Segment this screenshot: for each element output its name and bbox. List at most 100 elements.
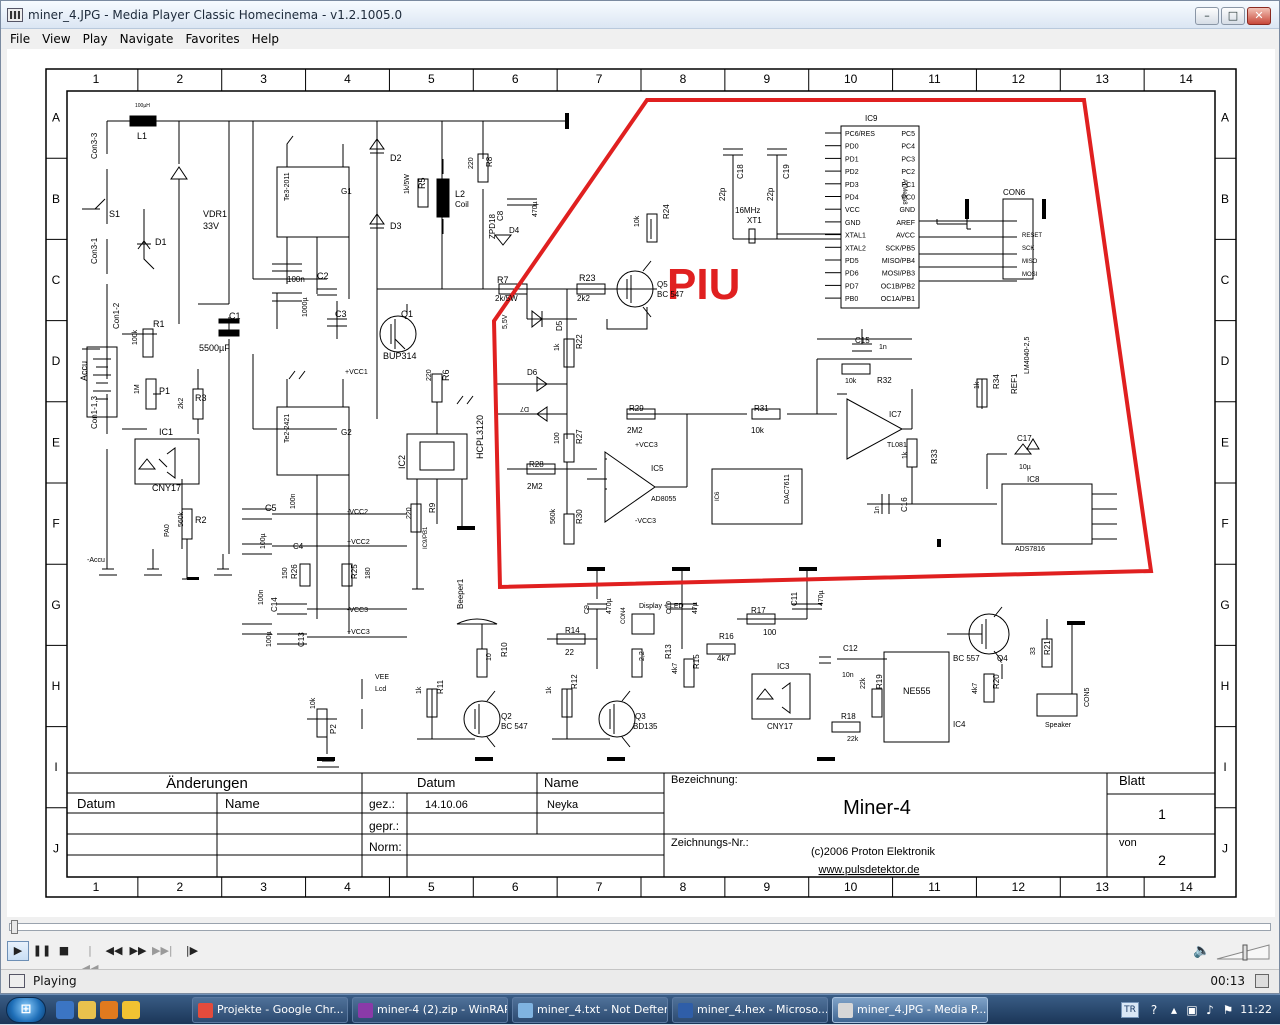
grid-column-label: 9 [763,72,770,86]
menu-play[interactable]: Play [82,32,108,46]
frame-step-button[interactable]: |▶ [185,944,199,957]
label-c8-val: 470µ [532,201,539,217]
status-audio-icon [1255,974,1269,988]
title-bar[interactable]: miner_4.JPG - Media Player Classic Homec… [1,1,1279,29]
label-atmega: ATMega8 [901,179,907,205]
previous-button[interactable]: |◀◀ [82,944,99,975]
taskbar-app-icon [358,1003,373,1018]
volume-icon[interactable]: 🔈 [1193,943,1211,959]
label-con6: CON6 [1003,188,1026,197]
label-ic4: IC4 [953,720,966,729]
grid-column-label: 4 [344,72,351,86]
label-c12-val: 10n [842,672,854,679]
label-d6: D6 [527,368,538,377]
grid-row-label: D [1221,354,1230,368]
grid-row-label: G [51,598,60,612]
label-vcc3: +VCC3 [635,442,658,449]
menu-navigate[interactable]: Navigate [119,32,174,46]
seek-thumb[interactable] [11,920,18,934]
network-icon[interactable]: ▣ [1186,1003,1198,1017]
label-c19-val: 22p [766,187,775,201]
label-c10-val: 47µ [692,602,699,614]
grid-column-label: 2 [176,72,183,86]
label-r25-val: 180 [365,567,372,579]
seek-bar[interactable] [9,920,1271,934]
label-ref1: REF1 [1010,373,1019,394]
label-r15: R15 [692,654,701,669]
forward-button[interactable]: ▶▶ [129,944,147,957]
grid-row-label: I [54,760,57,774]
flag-icon[interactable]: ⚑ [1222,1003,1234,1017]
label-g1: G1 [341,187,352,196]
label-ne555: NE555 [903,686,931,696]
ic9-pin-label: PC2 [901,169,915,176]
taskbar-item[interactable]: miner_4.txt - Not Defteri [512,997,668,1023]
label-vcc2p: +VCC2 [347,539,370,546]
label-ic2: IC2 [397,455,407,469]
menu-view[interactable]: View [42,32,71,46]
label-r18: R18 [841,712,856,721]
language-indicator[interactable]: TR [1121,1002,1139,1018]
media-icon[interactable] [100,1001,118,1019]
pause-button[interactable]: ❚❚ [32,944,52,957]
label-d4: D4 [509,226,520,235]
label-r12-val: 1k [546,686,553,694]
label-r9-val: 220 [406,507,413,519]
label-r17: R17 [751,606,766,615]
label-q3: Q3 [635,712,646,721]
label-c15-val: 1n [879,344,887,351]
taskbar-item[interactable]: miner_4.JPG - Media P... [832,997,988,1023]
ic9-pin-label: PC5 [901,131,915,138]
volume-slider[interactable] [1215,943,1271,961]
label-c15: C15 [855,336,870,345]
menu-file[interactable]: File [10,32,31,46]
stop-button[interactable]: ■ [58,944,70,957]
help-icon[interactable]: ? [1150,1003,1158,1017]
clock[interactable]: 11:22 [1240,1003,1272,1016]
label-r30-val: 560k [550,508,557,524]
title-name-col: Name [225,796,260,811]
ic9-pin-label: PC3 [901,156,915,163]
menu-help[interactable]: Help [251,32,280,46]
label-ic3: IC3 [777,662,790,671]
start-button[interactable]: ⊞ [6,997,46,1023]
ic9-pin-label: PC0 [901,195,915,202]
app-quicklaunch-icon[interactable] [122,1001,140,1019]
label-ic8: IC8 [1027,475,1040,484]
title-changes: Änderungen [166,775,248,792]
label-cny17: CNY17 [152,483,181,493]
grid-column-label: 14 [1179,880,1193,894]
label-con1-2: Con1-2 [112,302,121,329]
piu-annotation: PIU [667,260,740,309]
label-q3-val: BD135 [633,722,658,731]
label-accu: Accu [79,361,89,381]
taskbar-item[interactable]: miner-4 (2).zip - WinRAR [352,997,508,1023]
show-desktop-icon[interactable] [56,1001,74,1019]
label-c9: C9 [584,605,591,614]
ic9-pin-label: PD0 [845,144,859,151]
minimize-button[interactable]: – [1195,7,1219,25]
label-con4: CON4 [621,607,627,624]
close-button[interactable]: ✕ [1247,7,1271,25]
label-r24-val: 10k [634,215,641,227]
grid-column-label: 11 [928,72,941,86]
play-button[interactable]: ▶ [7,941,29,961]
maximize-button[interactable]: □ [1221,7,1245,25]
taskbar-item[interactable]: miner_4.hex - Microso... [672,997,828,1023]
grid-column-label: 10 [844,880,858,894]
menu-favorites[interactable]: Favorites [185,32,240,46]
rewind-button[interactable]: ◀◀ [105,944,123,957]
title-norm: Norm: [369,840,402,854]
grid-column-label: 13 [1096,72,1110,86]
speaker-icon[interactable]: ♪ [1206,1003,1214,1017]
con6-pin-label: MOSI [1022,272,1038,278]
next-button[interactable]: ▶▶| [152,944,173,957]
label-r14: R14 [565,626,580,635]
taskbar-item[interactable]: Projekte - Google Chr... [192,997,348,1023]
label-zpd18: ZPD18 [488,214,497,239]
explorer-icon[interactable] [78,1001,96,1019]
tray-arrow-icon[interactable]: ▴ [1170,1003,1178,1017]
label-c17-val: 10µ [1019,464,1031,471]
label-r23: R23 [579,273,596,283]
